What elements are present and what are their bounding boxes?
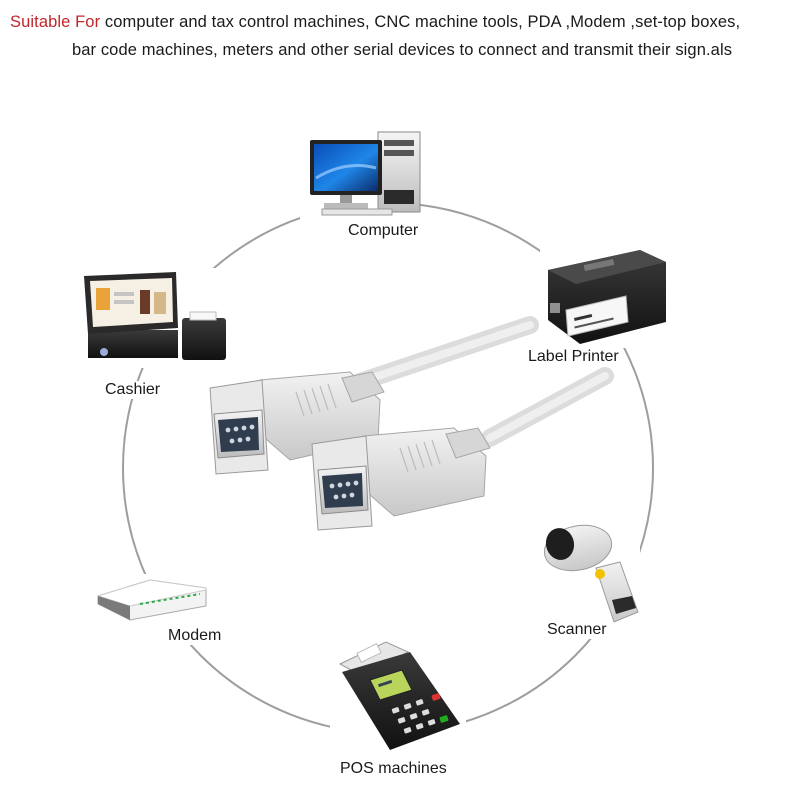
cashier-icon bbox=[75, 268, 235, 368]
label-label-printer: Label Printer bbox=[526, 348, 621, 366]
pos-machine-icon bbox=[330, 636, 466, 754]
modem-icon bbox=[92, 574, 210, 628]
label-modem: Modem bbox=[166, 627, 224, 645]
scanner-icon bbox=[540, 520, 640, 626]
headline-lead: Suitable For bbox=[10, 13, 101, 31]
serial-cable-icon bbox=[209, 316, 614, 531]
label-printer-icon bbox=[540, 244, 670, 348]
label-cashier: Cashier bbox=[103, 381, 163, 399]
label-pos-machines: POS machines bbox=[338, 760, 449, 778]
computer-icon bbox=[300, 122, 421, 228]
headline-line1: computer and tax control machines, CNC m… bbox=[100, 13, 741, 31]
headline: Suitable For computer and tax control ma… bbox=[10, 8, 790, 64]
label-scanner: Scanner bbox=[545, 621, 609, 639]
headline-line2: bar code machines, meters and other seri… bbox=[72, 41, 733, 59]
label-computer: Computer bbox=[346, 222, 421, 240]
